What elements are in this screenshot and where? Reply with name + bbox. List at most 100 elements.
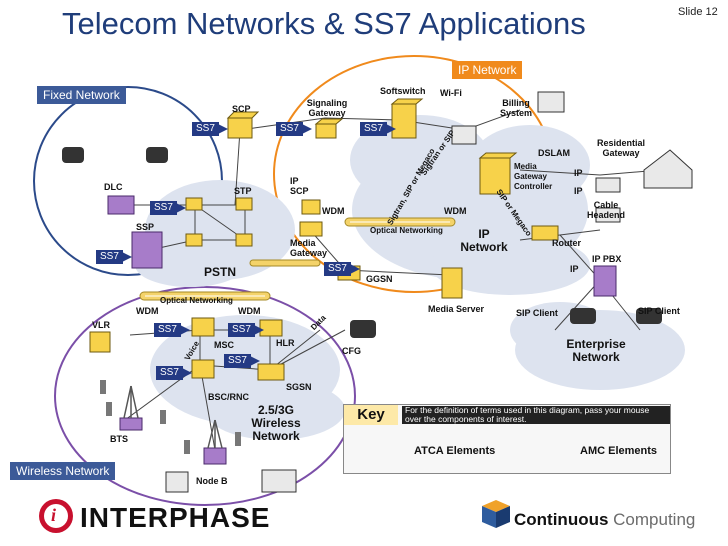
computer-icons <box>165 91 693 493</box>
label-optical-networking-wireless[interactable]: Optical Networking <box>160 296 233 305</box>
label-media-gateway-controller[interactable]: Media Gateway Controller <box>514 162 553 191</box>
label-sip-client-left[interactable]: SIP Client <box>516 308 558 318</box>
ss7-tag-signaling-gateway[interactable]: SS7 <box>276 122 303 136</box>
router-element <box>531 225 559 241</box>
stp-element-2 <box>235 197 253 211</box>
antenna-icons <box>123 385 223 449</box>
ss7-tag-softswitch[interactable]: SS7 <box>360 122 387 136</box>
label-msc[interactable]: MSC <box>214 340 234 350</box>
wireless-network-boundary <box>54 286 356 506</box>
label-node-b[interactable]: Node B <box>196 476 228 486</box>
continuous-computing-logo-mark <box>482 500 510 528</box>
ip-pbx-element <box>593 265 617 297</box>
ss7-tag-ssp[interactable]: SS7 <box>96 250 123 264</box>
fixed-network-label[interactable]: Fixed Network <box>37 86 126 104</box>
ss7-tag-stp[interactable]: SS7 <box>150 201 177 215</box>
signaling-gateway-element <box>314 118 344 139</box>
bsc-element <box>191 359 215 379</box>
label-dslam[interactable]: DSLAM <box>538 148 570 158</box>
label-optical-networking-ip[interactable]: Optical Networking <box>370 226 443 235</box>
ss7-arrows <box>122 124 396 378</box>
label-wifi[interactable]: Wi-Fi <box>440 88 462 98</box>
slide-title: Telecom Networks & SS7 Applications <box>62 6 586 41</box>
label-bts[interactable]: BTS <box>110 434 128 444</box>
ssp-element <box>131 231 163 269</box>
label-dlc[interactable]: DLC <box>104 182 123 192</box>
optical-link-core <box>249 259 321 267</box>
optical-link-ip <box>344 217 456 227</box>
label-ip-pbx[interactable]: IP PBX <box>592 254 622 264</box>
interphase-wordmark: INTERPHASE <box>80 502 271 533</box>
key-title: Key <box>344 405 398 425</box>
scp-element <box>226 111 260 139</box>
label-wdm-left[interactable]: WDM <box>322 206 345 216</box>
label-bsc-rnc[interactable]: BSC/RNC <box>208 392 250 402</box>
label-ip-network-cloud: IP Network <box>460 227 508 254</box>
label-ggsn[interactable]: GGSN <box>366 274 393 284</box>
key-description: For the definition of terms used in this… <box>402 406 670 424</box>
key-amc-label: AMC Elements <box>580 445 658 457</box>
label-media-gateway[interactable]: Media Gateway <box>290 238 328 258</box>
slide-number: Slide 12 <box>678 6 718 18</box>
cc-light: Computing <box>613 510 696 529</box>
phone-icons <box>62 147 662 338</box>
label-ip-2: IP <box>574 186 583 196</box>
label-sip-client-right[interactable]: SIP Client <box>638 306 680 316</box>
label-wdm-wireless-right[interactable]: WDM <box>238 306 261 316</box>
label-router[interactable]: Router <box>552 238 581 248</box>
cc-bold: Continuous <box>514 510 609 529</box>
optical-link-wireless <box>139 291 271 301</box>
label-wireless-network: 2.5/3G Wireless Network <box>251 403 301 443</box>
mobile-handset-icons <box>100 380 241 454</box>
interphase-logo-mark <box>39 499 73 533</box>
ip-network-label[interactable]: IP Network <box>452 61 523 79</box>
ss7-tag-bsc[interactable]: SS7 <box>156 366 183 380</box>
ss7-tag-media-gateway[interactable]: SS7 <box>324 262 351 276</box>
label-media-server[interactable]: Media Server <box>428 304 485 314</box>
mgc-element <box>478 152 518 195</box>
wireless-network-label[interactable]: Wireless Network <box>10 462 116 480</box>
label-vlr[interactable]: VLR <box>92 320 110 330</box>
stp-element-3 <box>185 233 203 247</box>
hlr-element <box>259 319 283 337</box>
key-panel: Key For the definition of terms used in … <box>343 404 671 474</box>
label-wdm-right[interactable]: WDM <box>444 206 467 216</box>
label-ip-3: IP <box>570 264 579 274</box>
msc-element <box>191 317 215 337</box>
vlr-element <box>89 331 111 353</box>
label-residential-gateway[interactable]: Residential Gateway <box>596 138 645 158</box>
label-cable-headend[interactable]: Cable Headend <box>586 200 625 220</box>
media-gateway-element <box>299 221 323 237</box>
softswitch-element <box>390 98 424 139</box>
ss7-tag-sgsn[interactable]: SS7 <box>224 354 251 368</box>
label-softswitch[interactable]: Softswitch <box>380 86 426 96</box>
label-ip-scp[interactable]: IP SCP <box>290 176 309 196</box>
label-billing-system[interactable]: Billing System <box>499 98 533 118</box>
label-stp[interactable]: STP <box>234 186 252 196</box>
ss7-tag-vlr[interactable]: SS7 <box>154 323 181 337</box>
label-sgsn[interactable]: SGSN <box>286 382 312 392</box>
label-pstn[interactable]: PSTN <box>204 265 237 279</box>
label-hlr[interactable]: HLR <box>276 338 295 348</box>
ss7-tag-msc-hlr[interactable]: SS7 <box>228 323 255 337</box>
wireless-cloud <box>150 315 345 440</box>
label-enterprise-network: Enterprise Network <box>566 337 626 364</box>
stp-element-4 <box>235 233 253 247</box>
sgsn-element <box>257 363 285 381</box>
label-scp[interactable]: SCP <box>232 104 251 114</box>
continuous-computing-wordmark: Continuous Computing <box>514 510 695 530</box>
bts-element <box>119 417 143 431</box>
label-cfg[interactable]: CFG <box>342 346 361 356</box>
node-b-element <box>203 447 227 465</box>
media-server-element <box>441 267 463 299</box>
label-ssp[interactable]: SSP <box>136 222 155 232</box>
label-wdm-wireless-left[interactable]: WDM <box>136 306 159 316</box>
key-atca-label: ATCA Elements <box>414 445 496 457</box>
stp-element-1 <box>185 197 203 211</box>
interphase-logo-letter: i <box>51 505 57 525</box>
label-signaling-gateway[interactable]: Signaling Gateway <box>306 98 348 118</box>
ip-scp-element <box>301 199 321 215</box>
dlc-element <box>107 195 135 215</box>
ss7-tag-scp[interactable]: SS7 <box>192 122 219 136</box>
